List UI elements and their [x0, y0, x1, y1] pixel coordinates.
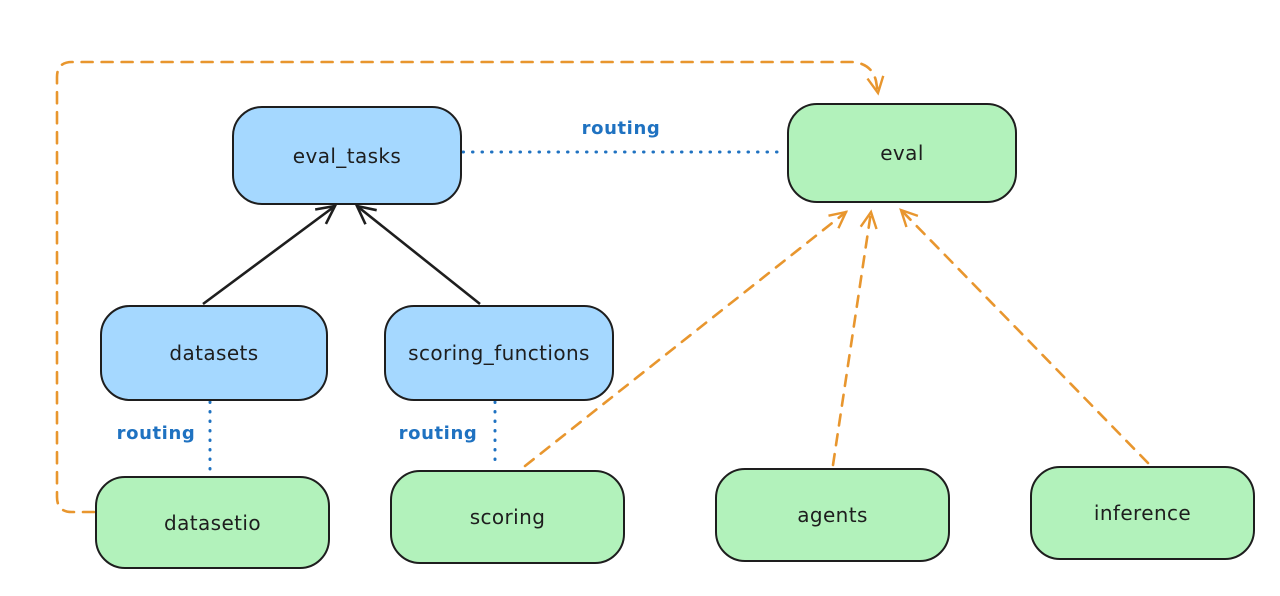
edge-datasets-eval-tasks [202, 204, 338, 306]
node-label: agents [797, 503, 868, 527]
edge-label-routing: routing [581, 118, 661, 139]
node-label: scoring [469, 505, 546, 529]
node-inference: inference [1030, 466, 1255, 560]
node-label: inference [1093, 501, 1192, 525]
edge-inference-eval [899, 208, 1150, 465]
edge-label-routing: routing [116, 423, 196, 444]
node-label: datasets [169, 341, 259, 365]
node-label: eval_tasks [292, 143, 402, 168]
node-agents: agents [715, 468, 950, 562]
edge-label-routing: routing [398, 423, 478, 444]
edge-agents-eval [831, 209, 878, 467]
edge-scoring-eval [523, 210, 849, 468]
node-scoring-functions: scoring_functions [384, 305, 614, 401]
node-label: eval [880, 141, 924, 165]
node-datasetio: datasetio [95, 476, 330, 569]
edge-scoring-functions-eval-tasks [354, 204, 481, 306]
node-datasets: datasets [100, 305, 328, 401]
edge-datasetio-eval [55, 60, 885, 514]
node-label: datasetio [163, 510, 261, 535]
node-scoring: scoring [390, 470, 625, 564]
node-eval-tasks: eval_tasks [232, 106, 462, 205]
node-label: scoring_functions [408, 341, 590, 365]
node-eval: eval [787, 103, 1017, 203]
